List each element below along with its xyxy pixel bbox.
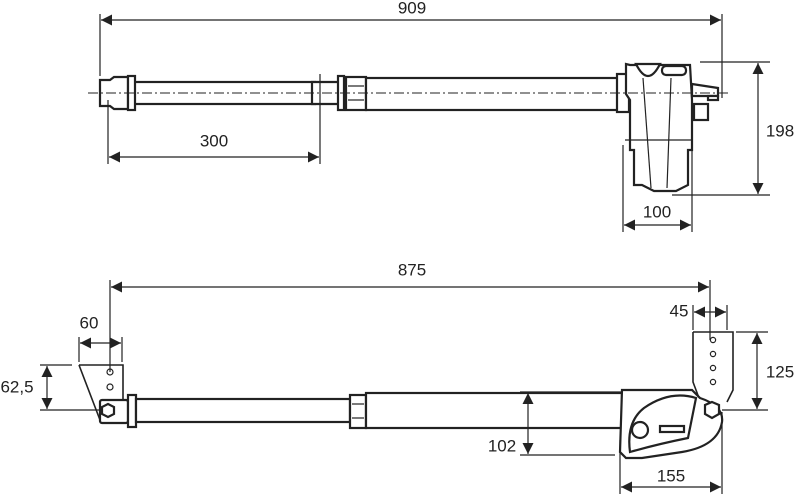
dimension-label-60: 60: [80, 313, 99, 332]
dimension-label-45: 45: [670, 301, 689, 320]
dimension-label-155: 155: [657, 466, 685, 485]
cable-gland: [692, 102, 710, 122]
dimension-label-909: 909: [398, 0, 426, 17]
motor-housing-top: [624, 62, 720, 193]
front-bracket: [78, 364, 130, 425]
hex-nut-icon: [703, 400, 721, 420]
actuator-tube: [364, 391, 624, 430]
dimension-label-875: 875: [398, 260, 426, 279]
actuator-tube: [364, 76, 624, 112]
dimension-label-62-5: 62,5: [0, 377, 33, 396]
top-view: 909 300 198: [88, 0, 794, 232]
rear-bracket: [692, 331, 734, 403]
dimension-label-198: 198: [766, 121, 794, 140]
rod-flange: [126, 393, 138, 429]
tube-nut: [348, 393, 368, 430]
motor-housing-side: [618, 388, 724, 460]
dimension-label-125: 125: [766, 362, 794, 381]
dimension-label-100: 100: [643, 202, 671, 221]
side-view: 875 60 62,5: [0, 260, 794, 494]
hex-nut-icon: [100, 402, 116, 419]
dimension-label-102: 102: [488, 436, 516, 455]
dimension-label-300: 300: [200, 131, 228, 150]
piston-rod: [134, 397, 352, 424]
